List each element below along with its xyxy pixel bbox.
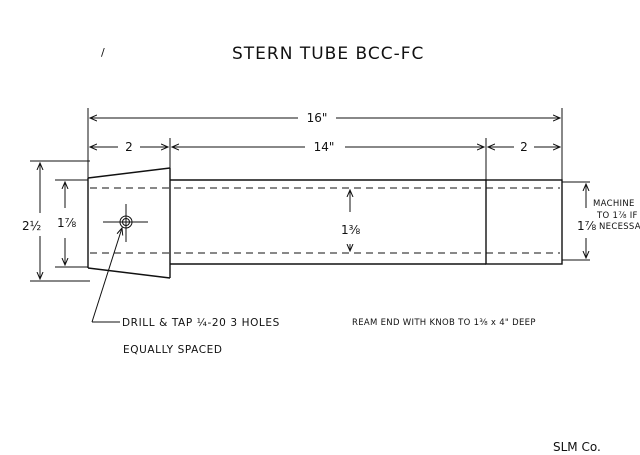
drill-note-line1: DRILL & TAP ¼-20 3 HOLES xyxy=(122,317,280,329)
dimension-right-section: 2 xyxy=(488,140,560,154)
machine-note-line1: MACHINE xyxy=(593,199,635,209)
machine-note-line3: NECESSARY xyxy=(599,222,640,232)
machine-note: MACHINE TO 1⅞ IF NECESSARY xyxy=(593,199,640,232)
dimension-bore: 1⅜ xyxy=(341,190,361,251)
drill-leader xyxy=(91,228,122,323)
overall-length-label: 16" xyxy=(307,111,328,125)
drill-note-line2: EQUALLY SPACED xyxy=(123,344,223,356)
machine-note-line2: TO 1⅞ IF xyxy=(596,211,638,221)
right-bore-label: 1⅞ xyxy=(577,219,597,233)
dimension-main-length: 14" xyxy=(169,138,487,182)
bore-label: 1⅜ xyxy=(341,223,361,237)
main-length-label: 14" xyxy=(314,140,335,154)
left-taper-label: 2 xyxy=(125,140,133,154)
tapped-hole-icon xyxy=(103,204,148,242)
dimension-left-taper: 2 xyxy=(90,140,168,154)
dimension-right-bore: 1⅞ xyxy=(562,181,597,261)
tube-body xyxy=(87,167,563,279)
ream-note: REAM END WITH KNOB TO 1⅜ x 4" DEEP xyxy=(352,318,536,328)
dimension-overall-length: 16" xyxy=(87,108,563,182)
right-section-label: 2 xyxy=(520,140,528,154)
dimension-taper-bore: 1⅞ xyxy=(55,179,88,268)
outer-diameter-label: 2½ xyxy=(22,219,41,233)
company-mark: SLM Co. xyxy=(553,440,601,454)
page-mark: / xyxy=(101,46,105,59)
taper-bore-label: 1⅞ xyxy=(57,216,77,230)
dimension-outer-diameter: 2½ xyxy=(22,160,90,282)
drawing-title: STERN TUBE BCC-FC xyxy=(232,44,424,64)
